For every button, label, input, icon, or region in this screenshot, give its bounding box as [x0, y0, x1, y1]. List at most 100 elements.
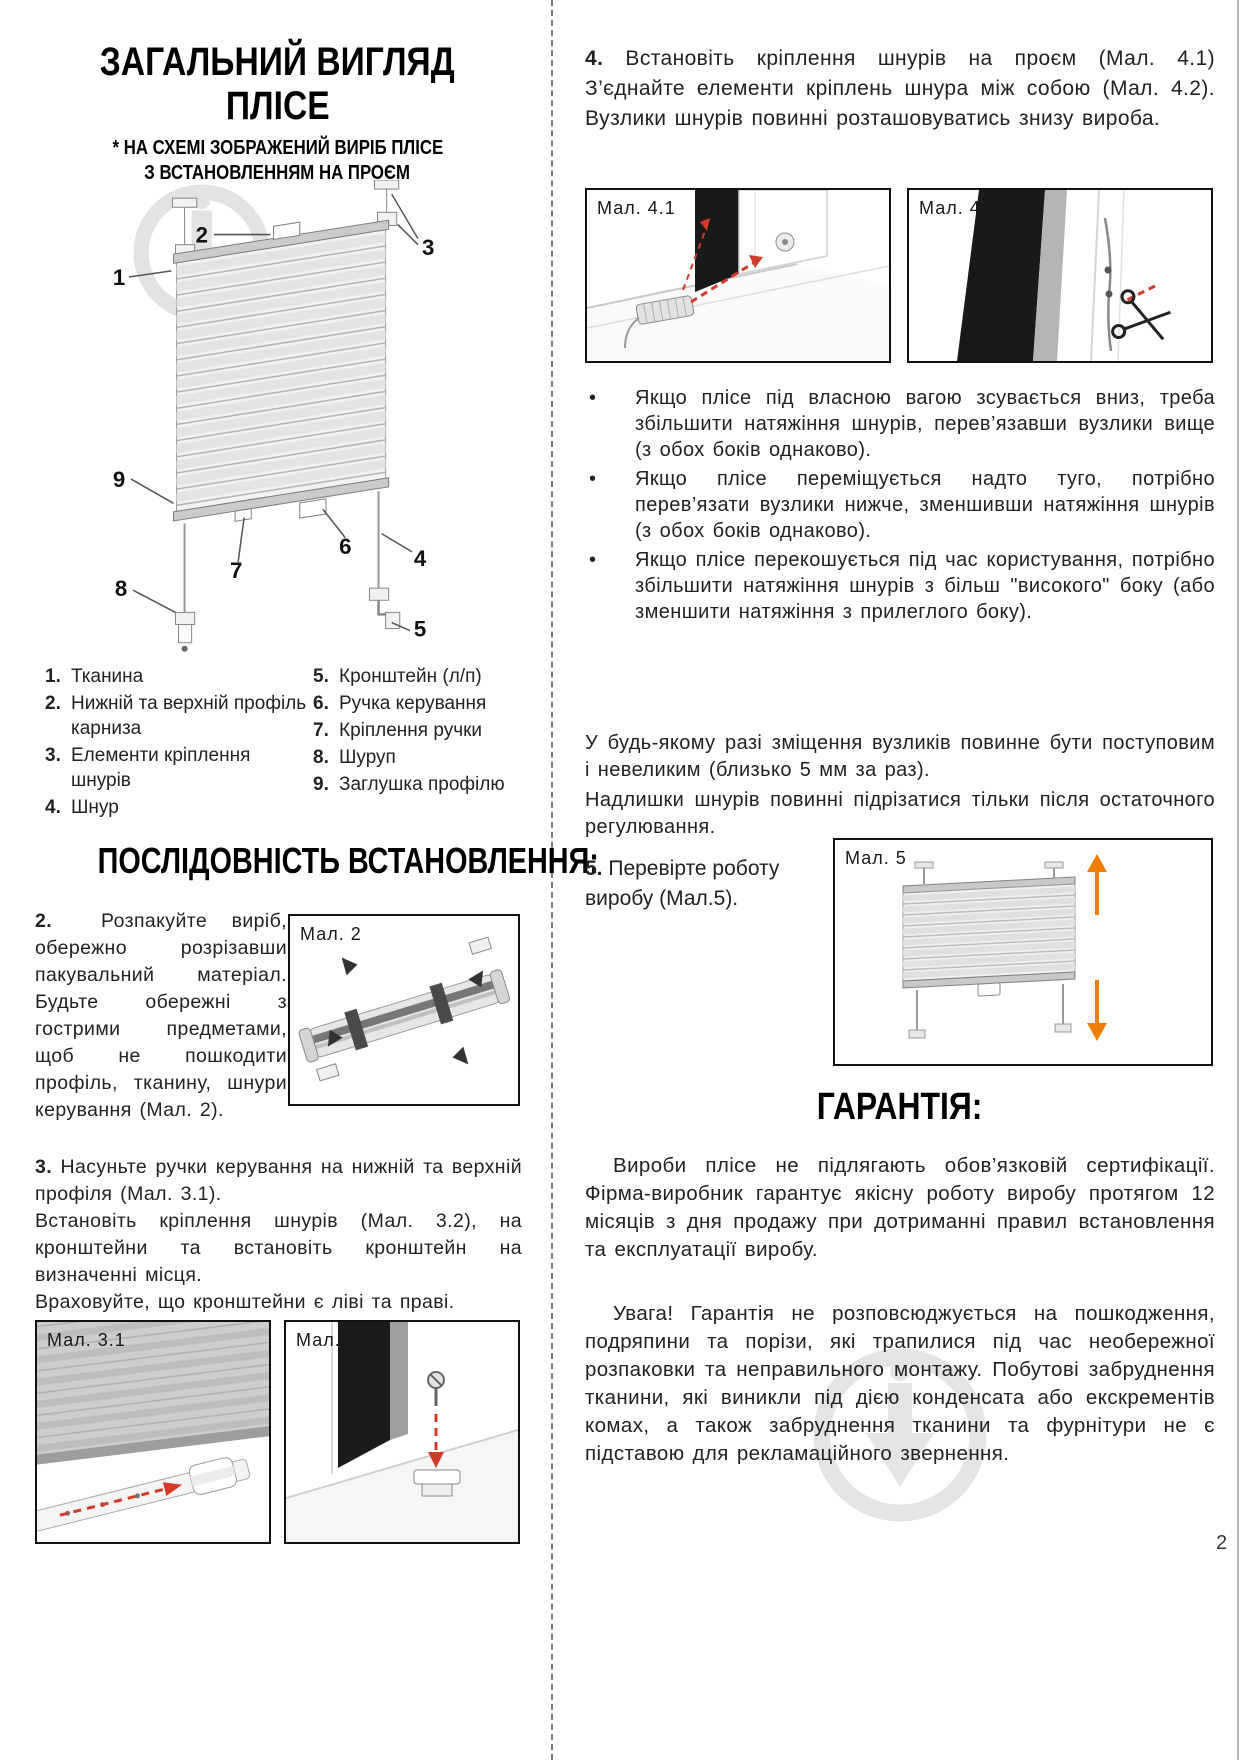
screw-icon [427, 1371, 445, 1406]
figure-4-2-drawing [909, 190, 1211, 361]
callout-4: 4 [414, 546, 427, 571]
step-5-paragraph: 5. Перевірте роботу виробу (Мал.5). [585, 854, 835, 914]
scissors-icon [1111, 289, 1171, 341]
bullet-marker: • [589, 468, 597, 490]
bullet-text: Якщо плісе перекошується під час користу… [635, 549, 1215, 623]
step-2-body: Розпакуйте виріб, обережно розрізавши па… [35, 910, 287, 1121]
sequence-heading: ПОСЛІДОВНІСТЬ ВСТАНОВЛЕННЯ: [35, 840, 599, 882]
adjustment-notes: У будь-якому разі зміщення вузликів пови… [585, 730, 1215, 844]
page-title-line2: ПЛІСЕ [225, 84, 330, 128]
callout-7: 7 [230, 558, 242, 583]
part-item: 8. Шуруп [313, 745, 520, 770]
figure-4-1-drawing [587, 190, 889, 361]
note-1: У будь-якому разі зміщення вузликів пови… [585, 732, 1215, 781]
part-item: 2. Нижній та верхній профіль карниза [45, 691, 307, 741]
step-3-number: 3. [35, 1156, 53, 1178]
step-4-number: 4. [585, 47, 604, 70]
figure-5-drawing [835, 840, 1211, 1064]
unpack-arrows [327, 957, 484, 1065]
figure-3-1-label: Мал. 3.1 [47, 1330, 126, 1350]
figure-3-2-drawing [286, 1322, 518, 1542]
top-bracket-right [373, 179, 400, 226]
figure-2-drawing [298, 936, 510, 1082]
warranty-paragraph-2: Увага! Гарантія не розповсюджується на п… [585, 1302, 1215, 1465]
warranty-heading: ГАРАНТІЯ: [585, 1086, 1215, 1129]
callout-1: 1 [113, 265, 125, 290]
part-num: 5. [313, 666, 329, 687]
part-text: Шуруп [339, 747, 396, 768]
warranty-paragraph-1: Вироби плісе не підлягають обов’язковій … [585, 1154, 1215, 1261]
part-text: Нижній та верхній профіль карниза [71, 693, 307, 739]
page-title-line1: ЗАГАЛЬНИЙ ВИГЛЯД [100, 40, 455, 84]
bullet-marker: • [589, 549, 597, 571]
step-5-body: Перевірте роботу виробу (Мал.5). [585, 857, 780, 910]
warranty-heading-text: ГАРАНТІЯ: [817, 1086, 983, 1128]
part-text: Ручка керування [339, 693, 487, 714]
bullet-item: • Якщо плісе перекошується під час корис… [585, 547, 1215, 625]
callout-numbers: 1 2 3 4 5 6 7 8 9 [113, 223, 435, 642]
adjustment-bullet-list: • Якщо плісе під власною вагою зсуваєтьс… [585, 385, 1215, 628]
figure-3-1: Мал. 3.1 [35, 1320, 271, 1544]
part-num: 1. [45, 666, 61, 687]
step-2-number: 2. [35, 910, 53, 932]
figure-2: Мал. 2 [288, 914, 520, 1106]
page-edge-line [1237, 0, 1239, 1760]
figure-2-label: Мал. 2 [300, 924, 362, 944]
bottom-hardware [174, 587, 401, 652]
note-2: Надлишки шнурів повинні підрізатися тіль… [585, 789, 1215, 838]
page-title: ЗАГАЛЬНИЙ ВИГЛЯД ПЛІСЕ [35, 40, 520, 128]
overview-diagram: 1 2 3 4 5 6 7 8 9 [30, 179, 520, 652]
parts-list-col2: 5. Кронштейн (л/п) 6.Ручка керування 7.Кр… [313, 664, 520, 799]
figure-3-2-label: Мал. 3.2 [296, 1330, 375, 1350]
step-5-number: 5. [585, 857, 603, 880]
sequence-heading-text: ПОСЛІДОВНІСТЬ ВСТАНОВЛЕННЯ: [97, 840, 599, 881]
step-3-paragraph: 3. Насуньте ручки керування на нижній та… [35, 1154, 522, 1316]
figure-5-label: Мал. 5 [845, 848, 907, 868]
part-num: 2. [45, 693, 61, 714]
pleated-fabric [37, 1322, 269, 1467]
brand-watermark-icon [800, 1335, 1000, 1535]
callout-9: 9 [113, 467, 125, 492]
step-3-text-3: Враховуйте, що кронштейни є ліві та прав… [35, 1291, 455, 1313]
bullet-text: Якщо плісе переміщується надто туго, пот… [635, 468, 1215, 542]
figure-4-2-label: Мал. 4.2 [919, 198, 998, 218]
callout-3: 3 [422, 235, 434, 260]
page-subtitle-line2: З ВСТАНОВЛЕННЯМ НА ПРОЄМ [144, 162, 411, 184]
page-subtitle: * НА СХЕМІ ЗОБРАЖЕНИЙ ВИРІБ ПЛІСЕ З ВСТА… [35, 136, 520, 186]
step-4-text: 4. Встановіть кріплення шнурів на проєм … [585, 44, 1215, 134]
figure-4-1: Мал. 4.1 [585, 188, 891, 363]
cords [183, 491, 380, 613]
part-num: 9. [313, 774, 329, 795]
step-5-text: 5. Перевірте роботу виробу (Мал.5). [585, 854, 835, 914]
part-item: 3. Елементи кріплення шнурів [45, 743, 307, 793]
part-text: Заглушка профілю [339, 774, 505, 795]
profile-and-handle [37, 1457, 251, 1534]
rolled-blind [298, 969, 510, 1063]
small-blind [902, 861, 1076, 1039]
part-text: Шнур [71, 797, 119, 818]
part-item: 7.Кріплення ручки [313, 718, 520, 743]
pleated-blind [172, 219, 390, 522]
part-text: Елементи кріплення шнурів [71, 745, 251, 791]
movement-arrows [1087, 854, 1107, 1041]
cord-clip [635, 295, 695, 325]
part-num: 7. [313, 720, 329, 741]
part-num: 8. [313, 747, 329, 768]
part-num: 4. [45, 797, 61, 818]
part-text: Кронштейн (л/п) [339, 666, 482, 687]
step-2-paragraph: 2. Розпакуйте виріб, обережно розрізавши… [35, 908, 287, 1124]
part-item: 6.Ручка керування [313, 691, 520, 716]
bullet-marker: • [589, 387, 597, 409]
part-item: 9. Заглушка профілю [313, 772, 520, 797]
callout-8: 8 [115, 576, 127, 601]
page-subtitle-line1: * НА СХЕМІ ЗОБРАЖЕНИЙ ВИРІБ ПЛІСЕ [112, 137, 443, 159]
callout-5: 5 [414, 617, 426, 642]
page-number: 2 [1216, 1532, 1228, 1554]
part-item: 4. Шнур [45, 795, 307, 820]
bullet-text: Якщо плісе під власною вагою зсувається … [635, 387, 1215, 461]
callout-leaders [128, 193, 419, 632]
overview-diagram-svg: 1 2 3 4 5 6 7 8 9 [113, 179, 435, 652]
part-num: 3. [45, 745, 61, 766]
figure-4-1-label: Мал. 4.1 [597, 198, 676, 218]
